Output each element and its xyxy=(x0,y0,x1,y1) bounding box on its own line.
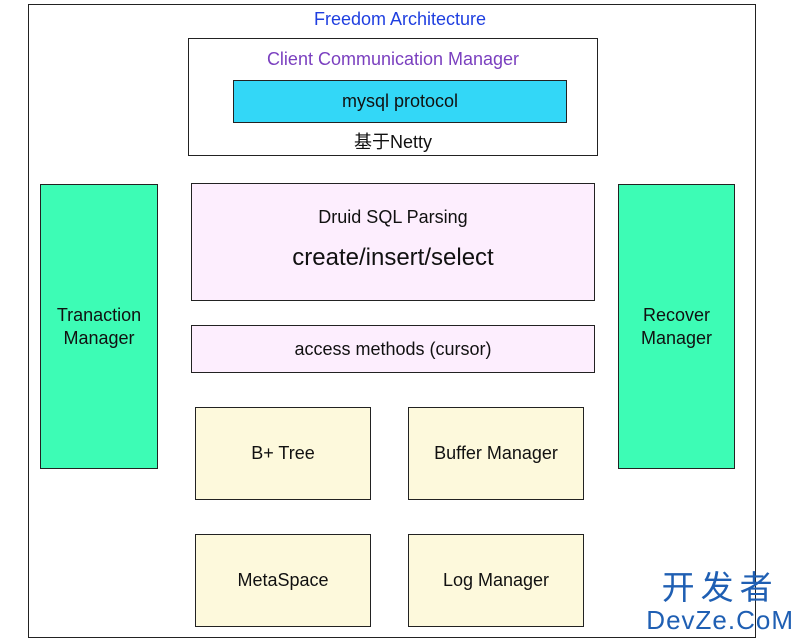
druid-sql-parsing-box: Druid SQL Parsing create/insert/select xyxy=(191,183,595,301)
transaction-manager-box: Tranaction Manager xyxy=(40,184,158,469)
metaspace-box: MetaSpace xyxy=(195,534,371,627)
transaction-manager-label-line1: Tranaction xyxy=(56,305,142,325)
watermark: 开发者 DevZe.CoM xyxy=(646,569,794,635)
watermark-bottom: DevZe.CoM xyxy=(646,605,794,635)
sql-operations-label: create/insert/select xyxy=(292,243,494,271)
access-methods-label: access methods (cursor) xyxy=(294,338,492,359)
transaction-manager-label-line2: Manager xyxy=(63,327,135,348)
buffer-manager-box: Buffer Manager xyxy=(408,407,584,500)
mysql-protocol-label: mysql protocol xyxy=(341,91,459,111)
watermark-top: 开发者 xyxy=(661,569,779,606)
diagram-title: Freedom Architecture xyxy=(313,9,487,29)
recover-manager-label-line1: Recover xyxy=(642,305,711,325)
recover-manager-box: Recover Manager xyxy=(618,184,735,469)
recover-manager-label-line2: Manager xyxy=(640,327,713,348)
btree-box: B+ Tree xyxy=(195,407,371,500)
architecture-frame xyxy=(28,4,756,638)
access-methods-box: access methods (cursor) xyxy=(191,325,595,373)
mysql-protocol-box: mysql protocol xyxy=(233,80,567,123)
client-communication-manager-label: Client Communication Manager xyxy=(266,49,520,69)
metaspace-label: MetaSpace xyxy=(237,570,329,590)
client-communication-manager-box: Client Communication Manager mysql proto… xyxy=(188,38,598,156)
druid-sql-parsing-label: Druid SQL Parsing xyxy=(318,206,468,227)
log-manager-label: Log Manager xyxy=(442,570,550,590)
log-manager-box: Log Manager xyxy=(408,534,584,627)
buffer-manager-label: Buffer Manager xyxy=(434,443,558,463)
btree-label: B+ Tree xyxy=(251,443,315,463)
netty-note: 基于Netty xyxy=(353,132,432,152)
